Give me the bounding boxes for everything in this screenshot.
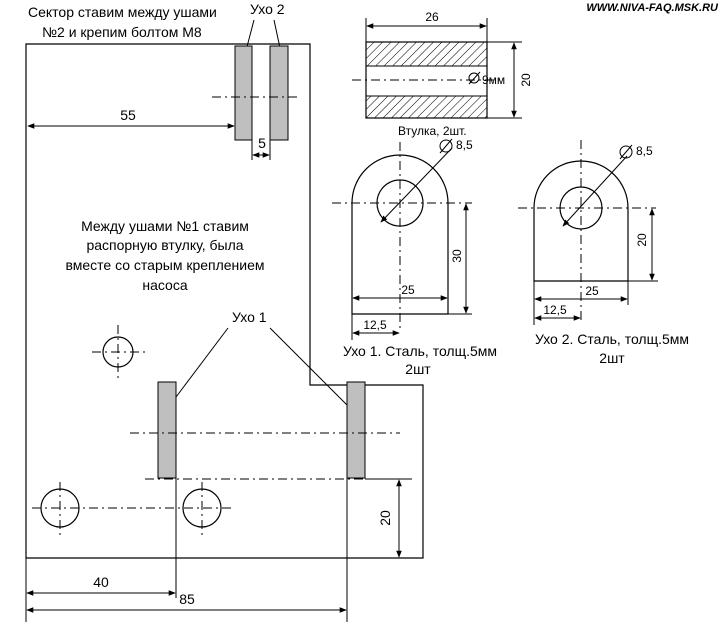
- ear2-diameter-icon: [619, 145, 633, 159]
- ear2-caption-line1: Ухо 2. Сталь, толщ.5мм: [535, 331, 689, 347]
- ear1-hole-text: 8,5: [456, 138, 473, 152]
- bushing-bore-text: 9мм: [482, 73, 505, 87]
- ear1-dim-12-text: 12,5: [363, 318, 387, 332]
- ear2-label: Ухо 2: [250, 1, 285, 17]
- ear2-part-outline: [533, 160, 629, 282]
- ear1-dim-30-text: 30: [450, 249, 464, 263]
- bushing-wall-top: [365, 41, 488, 67]
- spacer-note-line1: Между ушами №1 ставим: [81, 218, 249, 234]
- ear1-left-rect: [157, 381, 177, 479]
- dim-20-text: 20: [377, 510, 393, 526]
- ear2-dim-25-text: 25: [585, 284, 599, 298]
- ear1-diameter-slash: [439, 138, 453, 154]
- sector-note-line1: Сектор ставим между ушами: [28, 4, 217, 20]
- ear1-right-rect: [346, 381, 366, 479]
- spacer-note-line2: распорную втулку, была: [86, 237, 243, 253]
- ear1-leader-right: [269, 327, 356, 414]
- ear1-leader-left: [169, 327, 229, 406]
- spacer-note-line3: вместе со старым креплением: [65, 257, 264, 273]
- bushing-dim-26-text: 26: [425, 10, 439, 24]
- ear1-caption-line2: 2шт: [405, 361, 431, 377]
- watermark-text: WWW.NIVA-FAQ.MSK.RU: [586, 2, 719, 14]
- bushing-diameter-slash: [468, 71, 481, 85]
- ear2-right-rect: [269, 45, 289, 141]
- ear1-dim-25-text: 25: [401, 283, 415, 297]
- dim-5-text: 5: [258, 135, 266, 151]
- ear2-hole-text: 8,5: [636, 144, 653, 158]
- ear1-label: Ухо 1: [232, 309, 267, 325]
- ear2-hole-leader: [562, 155, 628, 227]
- ear1-hole-leader: [380, 147, 453, 223]
- ear2-dim-12-text: 12,5: [543, 303, 567, 317]
- ear2-diameter-slash: [619, 144, 633, 160]
- ear1-diameter-icon: [439, 139, 453, 153]
- ear1-caption-line1: Ухо 1. Сталь, толщ.5мм: [343, 343, 497, 359]
- ear2-caption-line2: 2шт: [599, 350, 625, 366]
- bushing-diameter-icon: [468, 72, 480, 84]
- bushing-wall-bottom: [365, 95, 488, 119]
- sector-note-line2: №2 и крепим болтом М8: [42, 24, 202, 40]
- mounting-plate-outline: [25, 43, 424, 559]
- ear2-left-rect: [234, 45, 253, 141]
- spacer-note-line4: насоса: [142, 277, 187, 293]
- dim-85-text: 85: [179, 591, 195, 607]
- ear2-dim-20-text: 20: [635, 233, 649, 247]
- bushing-caption: Втулка, 2шт.: [398, 124, 467, 138]
- ear1-part-outline: [351, 154, 449, 315]
- dim-55-text: 55: [120, 107, 136, 123]
- bushing-dim-20-text: 20: [519, 73, 533, 87]
- dim-40-text: 40: [93, 574, 109, 590]
